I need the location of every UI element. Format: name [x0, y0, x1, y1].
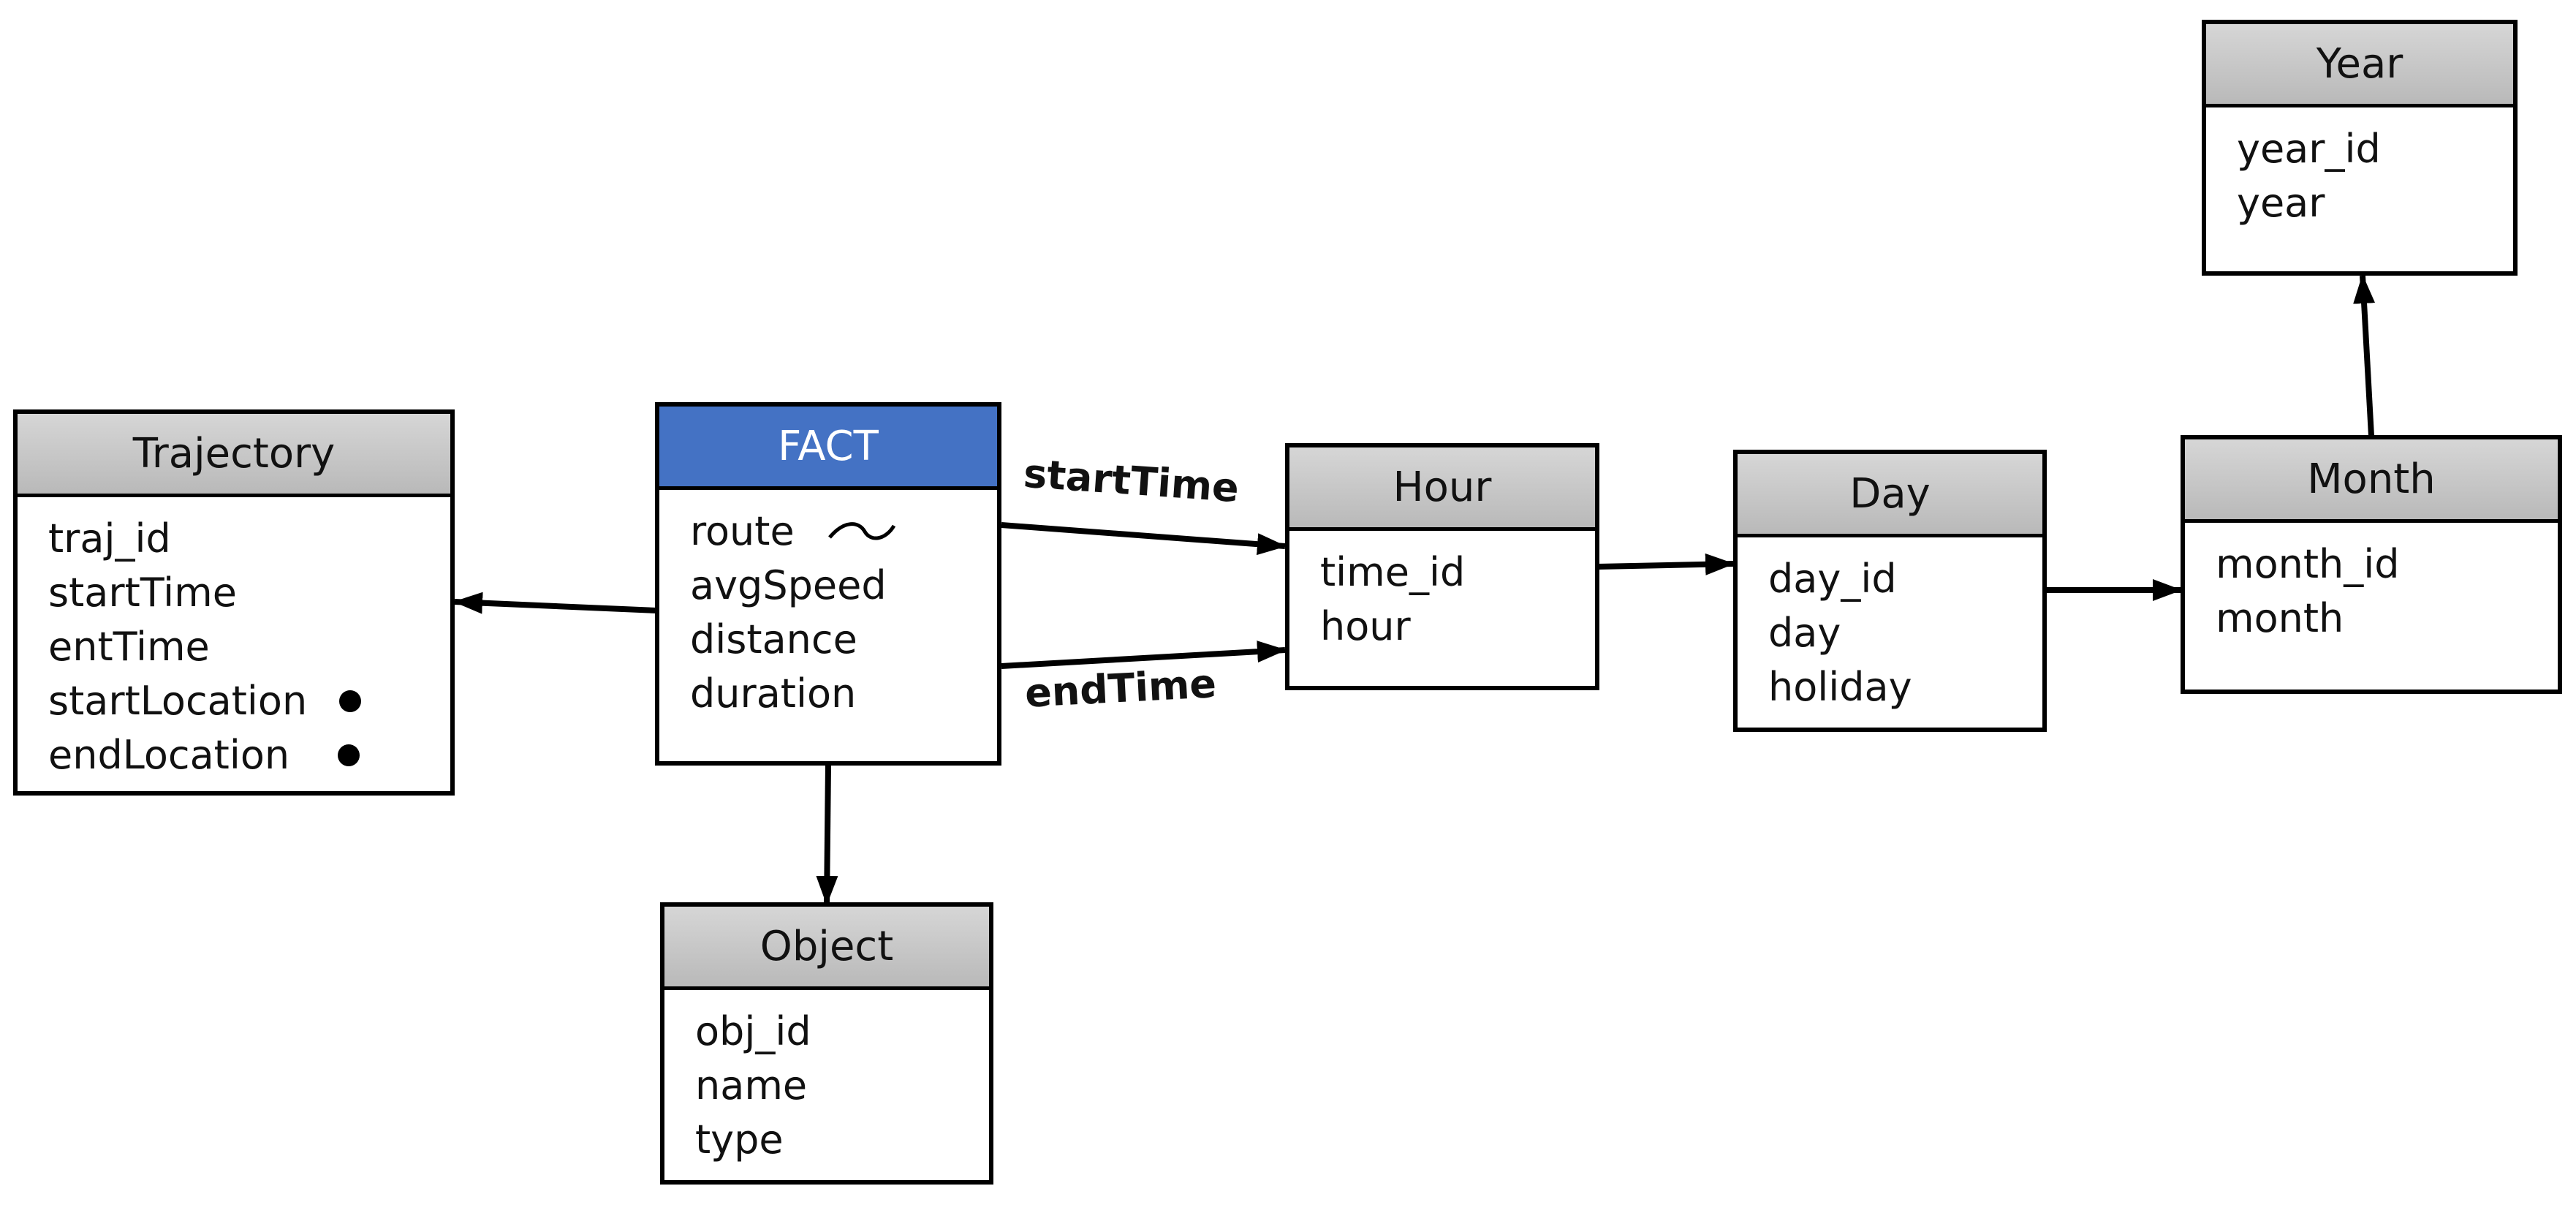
attribute-row: name: [695, 1059, 989, 1113]
attribute-row: month_id: [2216, 537, 2558, 592]
month-entity[interactable]: Month month_id month: [2181, 435, 2562, 694]
month-title: Month: [2185, 439, 2558, 523]
object-entity[interactable]: Object obj_id name type: [660, 902, 993, 1185]
attribute-row: entTime: [48, 620, 450, 674]
attribute-name: day: [1768, 610, 1841, 656]
attribute-row: traj_id: [48, 512, 450, 566]
attribute-row: year_id: [2237, 122, 2513, 176]
line-geometry-icon: [827, 505, 897, 559]
point-icon: [339, 690, 362, 712]
attribute-row: endLocation: [48, 728, 450, 782]
attribute-row: type: [695, 1113, 989, 1167]
attribute-name: distance: [690, 616, 857, 662]
attribute-row: obj_id: [695, 1005, 989, 1059]
attribute-name: startTime: [48, 570, 237, 616]
attribute-name: type: [695, 1117, 784, 1163]
edge-fact-object: [816, 765, 838, 905]
attribute-name: entTime: [48, 624, 210, 670]
hour-title: Hour: [1289, 447, 1595, 531]
attribute-row: month: [2216, 592, 2558, 646]
attribute-name: time_id: [1320, 549, 1466, 595]
fact-title: FACT: [659, 407, 997, 490]
attribute-name: year: [2237, 180, 2325, 226]
edge-hour-day: [1597, 553, 1735, 575]
attribute-row: hour: [1320, 600, 1595, 654]
attribute-row: day: [1768, 606, 2042, 660]
attribute-name: month: [2216, 595, 2344, 641]
edge-fact-hour-endtime: [1001, 641, 1287, 669]
edge-fact-hour-starttime: [1001, 522, 1287, 556]
attribute-row: avgSpeed: [690, 559, 997, 613]
hour-entity[interactable]: Hour time_id hour: [1285, 443, 1599, 690]
attribute-row: duration: [690, 667, 997, 721]
attribute-name: traj_id: [48, 515, 171, 562]
attribute-name: hour: [1320, 603, 1411, 649]
attribute-row: holiday: [1768, 660, 2042, 714]
trajectory-title: Trajectory: [18, 414, 450, 497]
edge-month-year: [2353, 274, 2376, 437]
attribute-name: month_id: [2216, 541, 2400, 587]
fact-entity[interactable]: FACT route avgSpeed distance duration: [655, 402, 1001, 766]
day-title: Day: [1738, 454, 2042, 537]
edge-fact-trajectory: [453, 592, 657, 614]
day-entity[interactable]: Day day_id day holiday: [1733, 450, 2047, 732]
attribute-row: time_id: [1320, 545, 1595, 600]
attribute-name: holiday: [1768, 664, 1912, 710]
attribute-name: avgSpeed: [690, 562, 887, 608]
attribute-row: year: [2237, 176, 2513, 230]
attribute-name: startLocation: [48, 678, 308, 724]
point-icon: [338, 744, 360, 766]
attribute-row: route: [690, 505, 997, 559]
attribute-row: startTime: [48, 566, 450, 620]
attribute-name: duration: [690, 671, 857, 717]
object-title: Object: [664, 907, 989, 990]
year-entity[interactable]: Year year_id year: [2202, 20, 2518, 276]
year-title: Year: [2206, 24, 2513, 107]
trajectory-entity[interactable]: Trajectory traj_id startTime entTime sta…: [13, 409, 455, 796]
attribute-name: day_id: [1768, 556, 1897, 602]
attribute-row: startLocation: [48, 674, 450, 728]
attribute-name: name: [695, 1062, 808, 1108]
attribute-name: endLocation: [48, 732, 290, 778]
attribute-name: obj_id: [695, 1008, 811, 1054]
attribute-name: year_id: [2237, 126, 2381, 172]
attribute-name: route: [690, 508, 795, 554]
attribute-row: distance: [690, 613, 997, 667]
attribute-row: day_id: [1768, 552, 2042, 606]
